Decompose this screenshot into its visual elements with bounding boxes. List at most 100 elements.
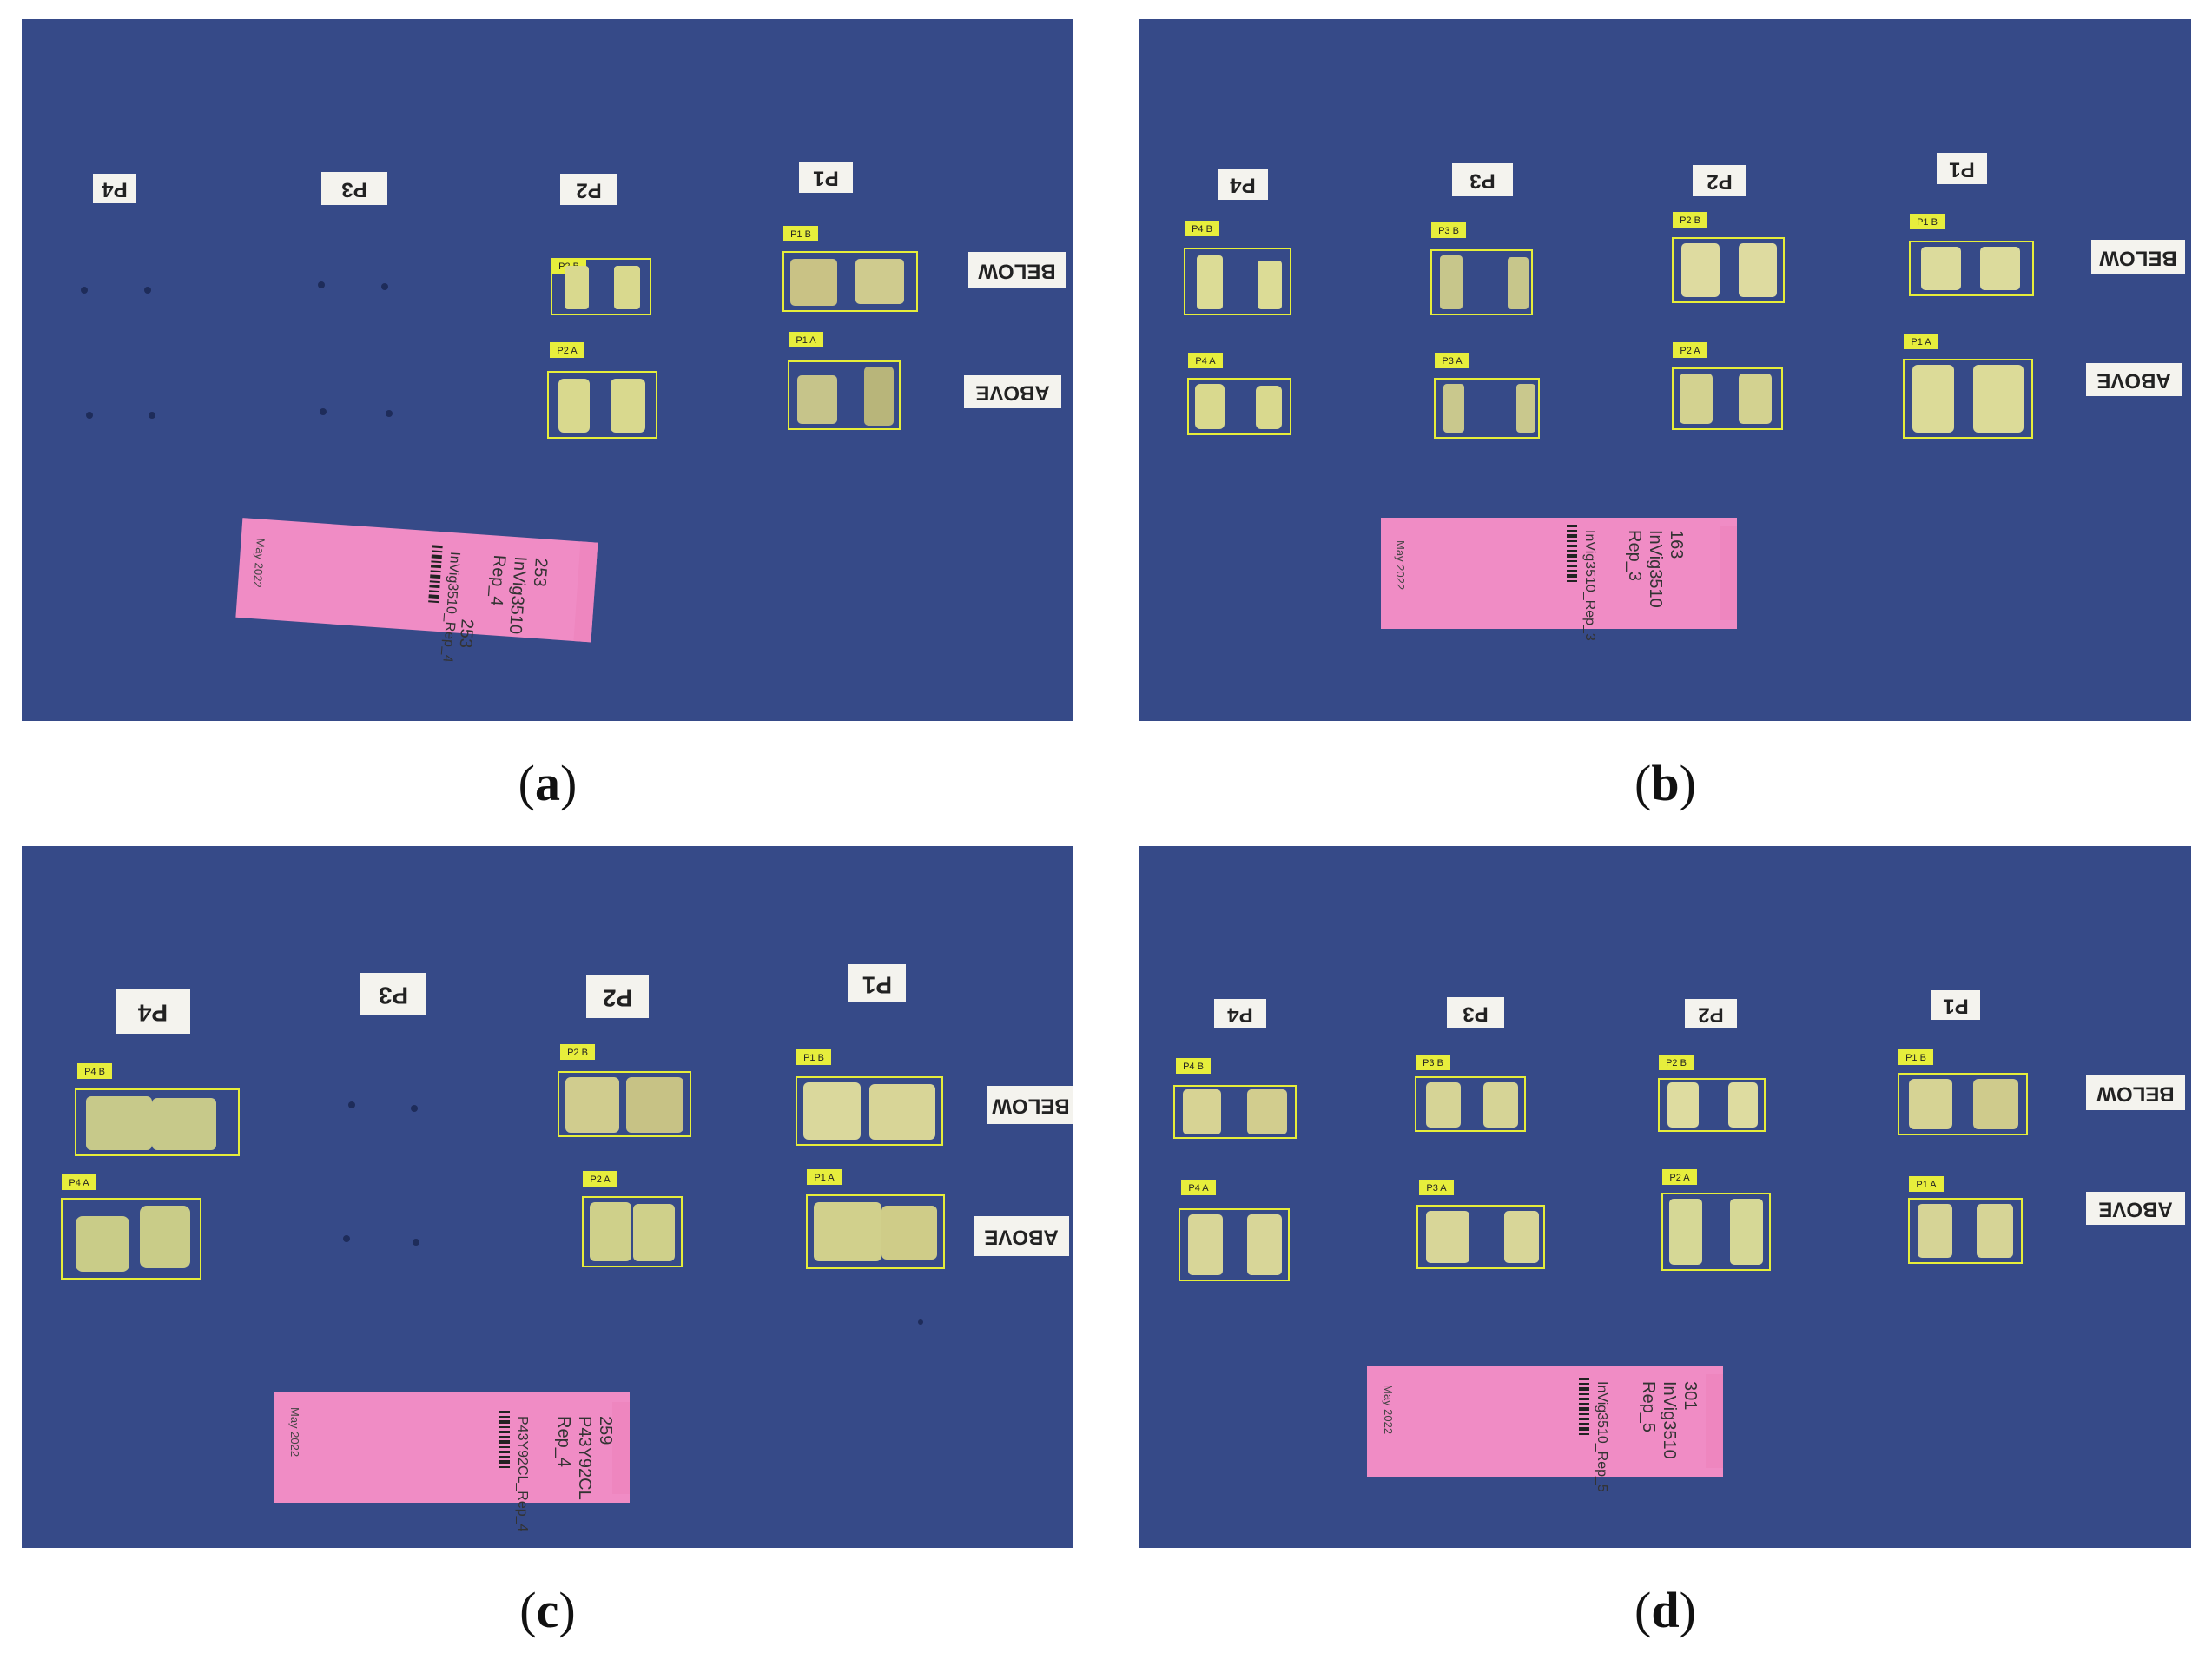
svg-text:Rep_3: Rep_3 [1625,530,1644,581]
svg-text:ABOVE: ABOVE [2098,1198,2172,1221]
sample-p1b: P1 B [1909,214,2034,296]
row-label-below: BELOW [968,252,1066,288]
svg-text:P4: P4 [102,178,128,202]
row-label-below: BELOW [2086,1075,2185,1110]
sample-p2a: P2 A [547,342,657,439]
row-label-above: ABOVE [2086,363,2182,396]
sample-p4a: P4 A [1187,353,1291,435]
plant-label-p1: P1 [799,162,853,193]
sample-p4b: P4 B [75,1063,240,1156]
svg-text:P1 A: P1 A [814,1173,835,1183]
plant-label-p3: P3 [1452,163,1513,196]
svg-text:P2 A: P2 A [1669,1173,1690,1183]
svg-text:P4 A: P4 A [1195,356,1216,367]
svg-text:301: 301 [1680,1381,1700,1410]
svg-text:P3: P3 [341,178,366,202]
svg-text:P2 B: P2 B [1680,215,1700,226]
svg-text:BELOW: BELOW [992,1095,1070,1118]
svg-text:P2: P2 [1698,1003,1723,1027]
svg-text:P1 A: P1 A [796,335,816,346]
plant-label-p4: P4 [93,174,136,203]
svg-text:P1 B: P1 B [1905,1053,1926,1063]
svg-text:ABOVE: ABOVE [984,1226,1058,1249]
svg-text:P3 B: P3 B [1438,226,1459,236]
photo-c: P4 P3 P2 P1 BELOW ABOVE P4 B [22,846,1073,1548]
photo-d: P4 P3 P2 P1 BELOW ABOVE P4 B [1139,846,2191,1548]
svg-text:P3 B: P3 B [1423,1058,1443,1068]
row-label-above: ABOVE [974,1216,1069,1256]
sample-p2b: P2 B [1672,212,1785,303]
sample-p1a: P1 A [1908,1176,2023,1264]
sample-p2a: P2 A [1672,342,1783,430]
svg-text:P4: P4 [1227,1003,1253,1027]
photo-a: P4 P3 P2 P1 BELOW ABOVE [22,19,1073,721]
svg-text:P3: P3 [1469,169,1495,193]
sample-p3a: P3 A [1416,1180,1545,1269]
svg-text:P4: P4 [1230,174,1256,197]
svg-text:163: 163 [1667,530,1686,559]
svg-text:InVig3510: InVig3510 [1646,530,1665,608]
svg-text:P1 B: P1 B [790,229,811,240]
caption-a: (a) [518,755,578,811]
svg-text:May 2022: May 2022 [288,1407,301,1457]
row-label-below: BELOW [2091,240,2185,274]
svg-text:P3 A: P3 A [1426,1183,1447,1194]
svg-text:P1 A: P1 A [1916,1180,1937,1190]
plant-label-p2: P2 [586,975,649,1018]
photo-panel-a: P4 P3 P2 P1 BELOW ABOVE [22,19,1073,721]
pin-holes [343,1101,923,1325]
svg-text:P1 A: P1 A [1911,337,1931,347]
caption-d: (d) [1634,1582,1696,1638]
svg-text:P1: P1 [1943,995,1968,1018]
svg-text:P4: P4 [137,1000,168,1027]
sample-p3b: P3 B [1415,1055,1526,1132]
svg-text:May 2022: May 2022 [251,538,267,588]
plant-label-p1: P1 [1937,153,1987,184]
svg-text:May 2022: May 2022 [1394,540,1407,590]
plant-label-p3: P3 [360,973,426,1015]
sample-p4a: P4 A [61,1174,201,1280]
svg-text:Rep_4: Rep_4 [554,1416,573,1467]
plant-label-p4: P4 [116,989,190,1034]
svg-text:P2 B: P2 B [1666,1058,1687,1068]
sample-p1b: P1 B [796,1049,943,1146]
svg-text:P1 B: P1 B [803,1053,824,1063]
svg-text:P1 B: P1 B [1917,217,1938,228]
sample-p2b: P2 B [551,258,651,315]
plant-label-p1: P1 [1931,990,1980,1020]
svg-text:P2 A: P2 A [1680,346,1700,356]
sample-p1a: P1 A [788,332,901,430]
plant-label-p1: P1 [848,964,906,1002]
row-label-above: ABOVE [2086,1192,2185,1225]
sample-p2b: P2 B [558,1044,691,1137]
svg-text:ABOVE: ABOVE [2096,369,2170,393]
svg-text:P2: P2 [603,985,632,1012]
photo-panel-b: P4 P3 P2 P1 BELOW ABOVE P4 B [1139,19,2191,721]
photo-panel-c: P4 P3 P2 P1 BELOW ABOVE P4 B [22,846,1073,1548]
sample-p1a: P1 A [1903,334,2033,439]
caption-c: (c) [519,1582,576,1638]
sample-p4b: P4 B [1173,1058,1297,1139]
svg-text:P4 B: P4 B [1183,1061,1204,1072]
sample-p4a: P4 A [1179,1180,1290,1281]
svg-text:P3 A: P3 A [1442,356,1463,367]
svg-text:Rep_5: Rep_5 [1639,1381,1658,1432]
sample-card: 259 P43Y92CL Rep_4 P43Y92CL_Rep_4 May 20… [274,1392,630,1532]
svg-text:P2 B: P2 B [567,1048,588,1058]
sample-p2a: P2 A [1661,1169,1771,1271]
pin-holes [81,281,393,419]
svg-text:P1: P1 [862,972,892,999]
svg-text:P2 A: P2 A [557,346,578,356]
sample-card: 253 253 InVig3510 Rep_4 InVig3510_Rep_4 … [235,518,598,663]
svg-text:P3: P3 [1463,1002,1488,1026]
svg-text:P4 B: P4 B [84,1067,105,1077]
svg-text:P3: P3 [379,982,408,1009]
svg-text:BELOW: BELOW [978,260,1056,283]
svg-text:259: 259 [596,1416,615,1445]
svg-text:InVig3510: InVig3510 [1660,1381,1679,1459]
plant-label-p2: P2 [1685,999,1737,1028]
sample-card: 163 InVig3510 Rep_3 InVig3510_Rep_3 May … [1381,518,1737,641]
plant-label-p4: P4 [1214,999,1266,1028]
svg-text:BELOW: BELOW [2099,247,2177,270]
photo-panel-d: P4 P3 P2 P1 BELOW ABOVE P4 B [1139,846,2191,1548]
